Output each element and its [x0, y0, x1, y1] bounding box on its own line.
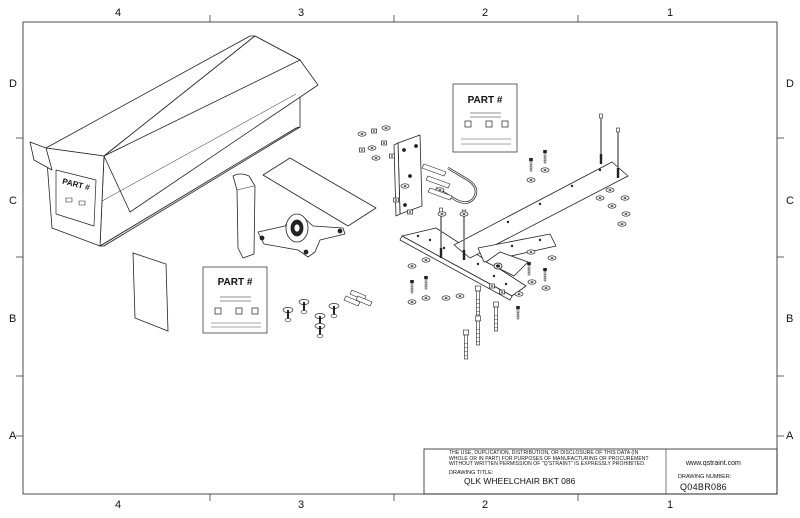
drawing-number: Q04BR086 — [680, 482, 727, 492]
zone-marker-bottom-3: 3 — [298, 499, 305, 511]
zone-marker-top-2: 2 — [482, 7, 489, 19]
part-card-bottom — [202, 266, 268, 334]
packaging-box — [29, 35, 319, 247]
zone-marker-bottom-4: 4 — [115, 499, 122, 511]
zone-marker-left-a: A — [9, 430, 17, 442]
drawing-number-label: DRAWING NUMBER: — [678, 474, 732, 480]
zone-marker-right-b: B — [786, 313, 794, 325]
zone-marker-top-4: 4 — [115, 7, 122, 19]
part-card-top — [452, 83, 518, 153]
zone-marker-right-c: C — [786, 195, 794, 207]
part-card-bottom-title: PART # — [217, 277, 253, 288]
zone-marker-right-a: A — [786, 430, 794, 442]
zone-marker-bottom-2: 2 — [482, 499, 489, 511]
legal-notice: THE USE, DUPLICATION, DISTRIBUTION, OR D… — [449, 450, 649, 467]
zone-marker-left-c: C — [9, 195, 17, 207]
threaded-studs — [421, 163, 453, 201]
zone-marker-right-d: D — [786, 78, 794, 90]
zone-marker-left-b: B — [9, 313, 17, 325]
zone-marker-bottom-1: 1 — [667, 499, 674, 511]
website-link[interactable]: www.qstraint.com — [686, 460, 741, 467]
title-block: THE USE, DUPLICATION, DISTRIBUTION, OR D… — [424, 449, 777, 494]
part-card-top-title: PART # — [467, 95, 503, 106]
drawing-title: QLK WHEELCHAIR BKT 086 — [464, 476, 576, 486]
l-bracket — [393, 134, 423, 217]
zone-marker-top-1: 1 — [667, 7, 674, 19]
cross-plate — [257, 213, 346, 258]
bent-strap — [232, 157, 377, 259]
drawing-title-label: DRAWING TITLE: — [449, 470, 494, 476]
instruction-sheet — [132, 252, 169, 332]
zone-marker-left-d: D — [9, 78, 17, 90]
mounting-plate-assembly — [399, 161, 629, 301]
zone-marker-top-3: 3 — [298, 7, 305, 19]
